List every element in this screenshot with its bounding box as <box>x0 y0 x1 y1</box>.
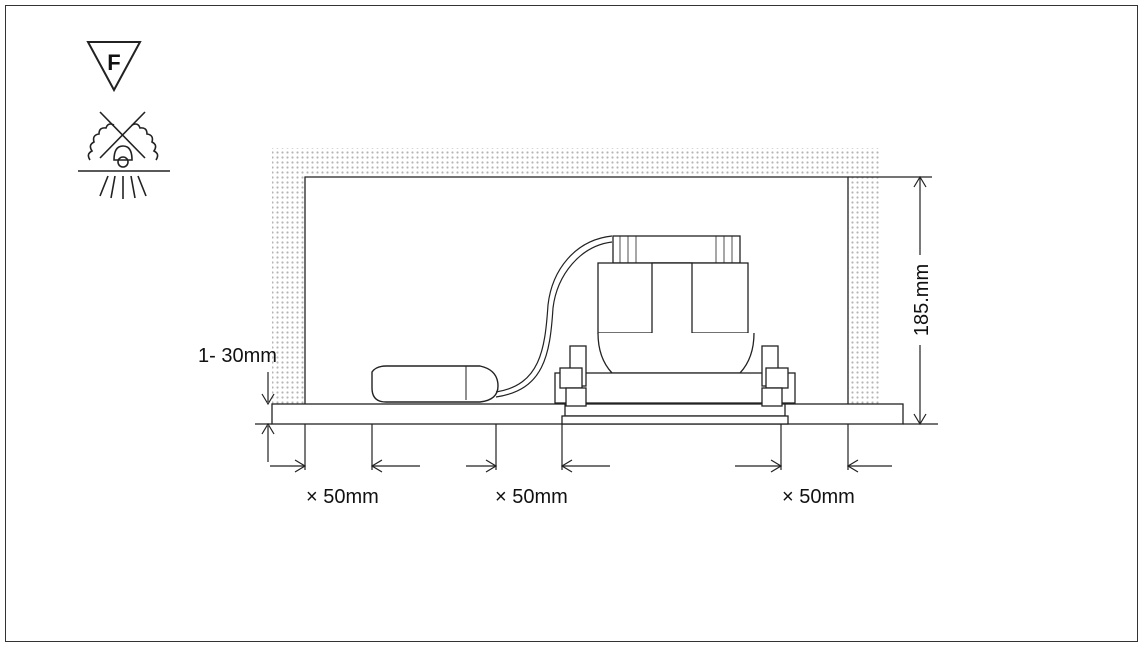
spring-clip-left <box>559 345 587 407</box>
diagram-frame <box>5 5 1138 642</box>
no-thermal-insulation-cover-icon <box>78 111 170 199</box>
cable <box>495 235 613 398</box>
gap-dimension <box>255 372 275 462</box>
spring-clip-right <box>761 345 789 407</box>
f-mark-label: F <box>107 50 120 75</box>
gap-dimension-label: 1- 30mm <box>198 345 277 367</box>
clearance-center-label: × 50mm <box>495 486 568 508</box>
clearance-dimensions <box>270 424 892 473</box>
driver-box <box>371 365 499 403</box>
height-dimension <box>848 175 938 426</box>
clearance-right-label: × 50mm <box>782 486 855 508</box>
insulation-area <box>272 148 881 404</box>
height-dimension-label: 185.mm <box>911 264 933 336</box>
clearance-left-label: × 50mm <box>306 486 379 508</box>
f-mark-triangle-icon: F <box>86 41 142 93</box>
downlight-fixture <box>554 235 796 425</box>
